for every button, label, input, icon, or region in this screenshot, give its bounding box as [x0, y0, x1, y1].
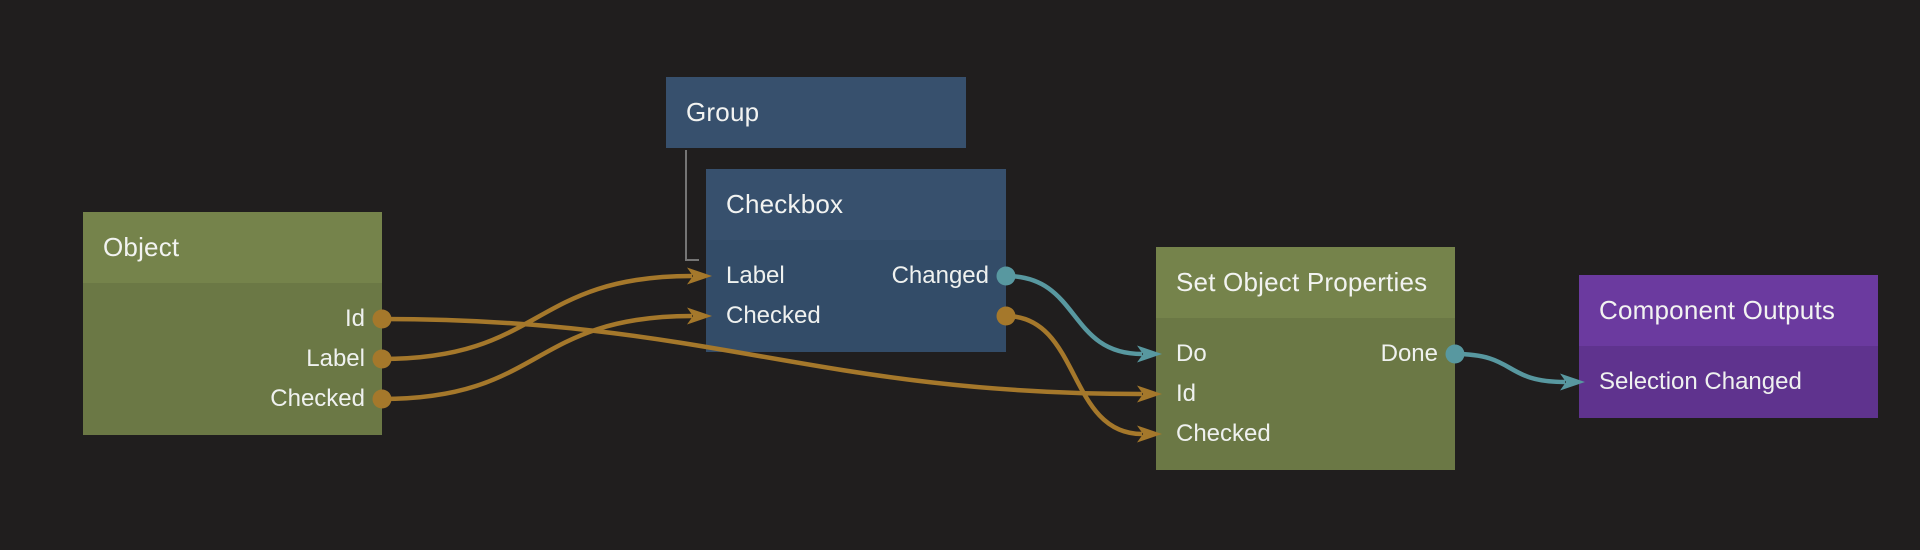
node-object-port-row[interactable]: Checked — [83, 379, 382, 419]
wire-checkbox-changed-to-set-object-properties-do[interactable] — [1005, 273, 1143, 357]
node-set-object-properties-header[interactable]: Set Object Properties — [1156, 247, 1455, 318]
wire-checkbox-checked-to-set-object-properties-checked[interactable] — [1005, 313, 1143, 437]
node-set-object-properties-port-row[interactable]: Id — [1156, 374, 1455, 414]
output-port-label[interactable]: Id — [344, 305, 365, 332]
input-port-label[interactable]: Id — [1176, 380, 1197, 407]
node-component-outputs-body: Selection Changed — [1579, 346, 1878, 418]
node-set-object-properties-port-row[interactable]: Checked — [1156, 414, 1455, 454]
output-port-label[interactable]: Label — [306, 345, 365, 372]
input-port-label[interactable]: Selection Changed — [1599, 368, 1802, 395]
node-component-outputs-title: Component Outputs — [1599, 295, 1836, 325]
input-port-label[interactable]: Checked — [726, 302, 821, 329]
node-set-object-properties-title: Set Object Properties — [1176, 267, 1428, 297]
node-object-title: Object — [103, 232, 180, 262]
wire-set-object-properties-done-to-component-outputs-selection-changed[interactable] — [1454, 351, 1566, 385]
input-port-label[interactable]: Label — [726, 262, 785, 289]
input-port-label[interactable]: Do — [1176, 340, 1207, 367]
node-object-port-row[interactable]: Label — [83, 339, 382, 379]
node-group-title: Group — [686, 97, 760, 127]
node-checkbox-port-row[interactable]: Checked — [706, 296, 1006, 336]
node-checkbox-header[interactable]: Checkbox — [706, 169, 1006, 240]
output-port-label[interactable]: Checked — [270, 385, 365, 412]
node-checkbox-port-row[interactable]: Label Changed — [706, 256, 1006, 296]
node-checkbox-title: Checkbox — [726, 189, 844, 219]
node-group-header[interactable]: Group — [666, 77, 966, 148]
input-port-label[interactable]: Checked — [1176, 420, 1271, 447]
node-object-port-row[interactable]: Id — [83, 299, 382, 339]
node-set-object-properties-port-row[interactable]: Do Done — [1156, 334, 1455, 374]
node-group[interactable]: Group — [666, 77, 966, 148]
node-component-outputs-port-row[interactable]: Selection Changed — [1579, 362, 1878, 402]
node-object-header[interactable]: Object — [83, 212, 382, 283]
wire-object-label-to-checkbox-label[interactable] — [381, 273, 693, 362]
group-child-connector — [685, 150, 699, 261]
output-port-label[interactable]: Done — [1380, 340, 1438, 367]
node-component-outputs-header[interactable]: Component Outputs — [1579, 275, 1878, 346]
output-port-label[interactable]: Changed — [891, 262, 989, 289]
wire-object-checked-to-checkbox-checked[interactable] — [381, 313, 693, 402]
